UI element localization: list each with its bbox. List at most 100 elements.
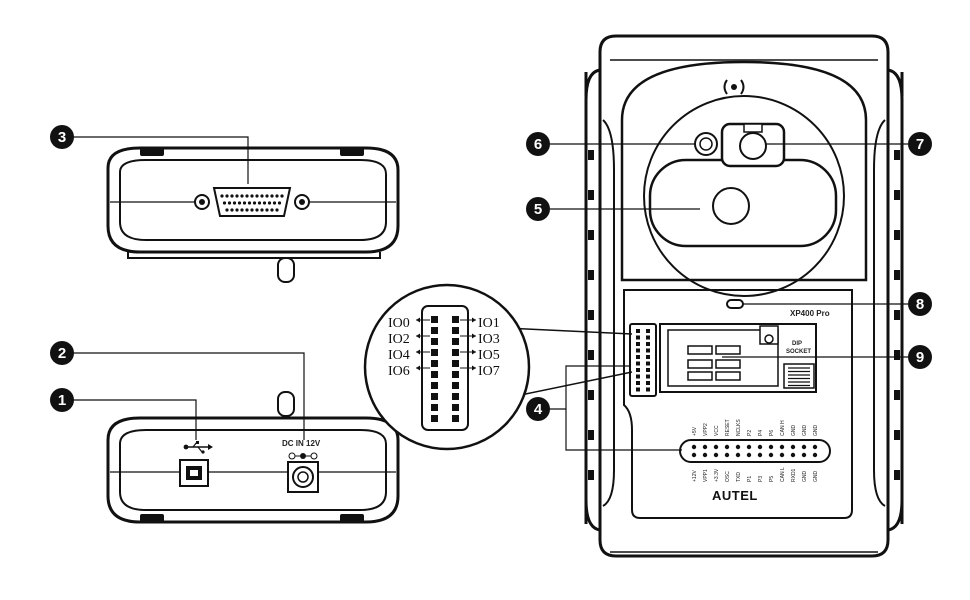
db-pin	[265, 208, 269, 212]
grip-tick	[588, 350, 594, 360]
header-pin	[646, 361, 650, 366]
mag-pin	[452, 371, 459, 378]
db-pin	[260, 208, 264, 212]
db-pin	[230, 194, 234, 198]
header-pin	[646, 329, 650, 333]
db-pin	[267, 201, 272, 205]
header-pin	[636, 348, 640, 353]
io-arrowhead-right	[472, 349, 476, 355]
usb-icon	[183, 441, 213, 454]
grip-tick	[894, 190, 900, 200]
connector-pin	[702, 452, 708, 458]
db-pin	[245, 194, 249, 198]
connector-pin	[702, 444, 708, 450]
db-pin	[255, 208, 259, 212]
db-pin	[235, 208, 239, 212]
pin-label-top: VPP2	[703, 423, 709, 436]
header-pin	[646, 355, 650, 359]
socket-label-line2: SOCKET	[786, 349, 811, 355]
io-label-left-2: IO4	[388, 348, 410, 363]
mag-pin	[431, 360, 438, 367]
connector-pin	[801, 452, 807, 458]
grip-tick	[894, 230, 900, 240]
nfc-icon	[723, 79, 745, 95]
db-pin	[260, 194, 264, 198]
pin-label-bottom: CAN L	[780, 467, 786, 482]
pin-label-bottom: VPP1	[703, 469, 709, 482]
header-pin	[646, 342, 650, 346]
pin-label-bottom: GND	[802, 471, 808, 483]
connector-pin	[713, 444, 719, 450]
connector-pin	[779, 452, 785, 458]
db-pin	[242, 201, 247, 205]
callout-4: 4	[526, 397, 550, 421]
grip-tick	[894, 430, 900, 440]
grip-tick	[588, 190, 594, 200]
mag-pin	[452, 404, 459, 411]
connector-side-view	[106, 146, 400, 283]
db-pin	[230, 208, 234, 212]
connector-pin	[691, 444, 697, 450]
mag-pin	[431, 382, 438, 389]
callout-badges: 1 2 3 4 5 6 7 8	[50, 125, 932, 421]
header-pin	[636, 387, 640, 392]
pin-label-bottom: P3	[758, 476, 764, 482]
db-pin	[252, 201, 257, 205]
svg-text:1: 1	[58, 392, 66, 409]
mag-pin	[431, 349, 438, 356]
mag-pin	[431, 415, 438, 422]
power-label: DC IN 12V	[282, 439, 321, 448]
connector-pin	[779, 444, 785, 450]
connector-pin	[768, 452, 774, 458]
grip-tick	[588, 150, 594, 160]
db-pin	[225, 194, 229, 198]
power-jack	[287, 461, 319, 493]
dip-socket: DIP SOCKET	[659, 323, 817, 393]
db-pin	[272, 201, 277, 205]
svg-text:9: 9	[916, 349, 924, 366]
callout-6: 6	[526, 132, 550, 156]
connector-pin	[790, 444, 796, 450]
pin-label-bottom: +3.3V	[714, 468, 720, 482]
io-arrowhead-left	[416, 333, 420, 339]
header-pin	[636, 342, 640, 346]
db-pin	[257, 201, 262, 205]
pin-label-bottom: GND	[813, 471, 819, 483]
svg-text:3: 3	[58, 129, 66, 146]
mag-pin	[431, 327, 438, 334]
callout-lines	[72, 136, 908, 451]
mag-pin	[452, 393, 459, 400]
callout-7: 7	[908, 132, 932, 156]
grip-tick	[894, 270, 900, 280]
db-pin	[220, 194, 224, 198]
pin-label-top: GND	[791, 425, 797, 437]
mag-pin	[452, 316, 459, 323]
callout-2: 2	[50, 341, 74, 365]
db-pin	[255, 194, 259, 198]
io-label-left-3: IO6	[388, 364, 410, 379]
mag-pin	[431, 371, 438, 378]
svg-text:8: 8	[916, 296, 924, 313]
io-label-left-0: IO0	[388, 316, 410, 331]
polarity-icon	[288, 452, 318, 460]
io-label-right-1: IO3	[478, 332, 500, 347]
pin-label-top: VCC	[714, 425, 720, 436]
mag-pin	[452, 382, 459, 389]
header-pin	[636, 381, 640, 385]
header-pin	[646, 387, 650, 392]
pin-label-top: P4	[758, 430, 764, 436]
io-arrowhead-right	[472, 333, 476, 339]
callout-8: 8	[908, 292, 932, 316]
io-arrowhead-left	[416, 349, 420, 355]
pin-label-top: P2	[747, 430, 753, 436]
brand-logo: AUTEL	[712, 488, 758, 503]
db-pin	[280, 194, 284, 198]
connector-pin	[746, 444, 752, 450]
db-pin	[247, 201, 252, 205]
db-pin	[262, 201, 267, 205]
db-pin	[275, 194, 279, 198]
pin-label-top: GND	[802, 425, 808, 437]
grip-tick	[588, 270, 594, 280]
connector-pin	[768, 444, 774, 450]
